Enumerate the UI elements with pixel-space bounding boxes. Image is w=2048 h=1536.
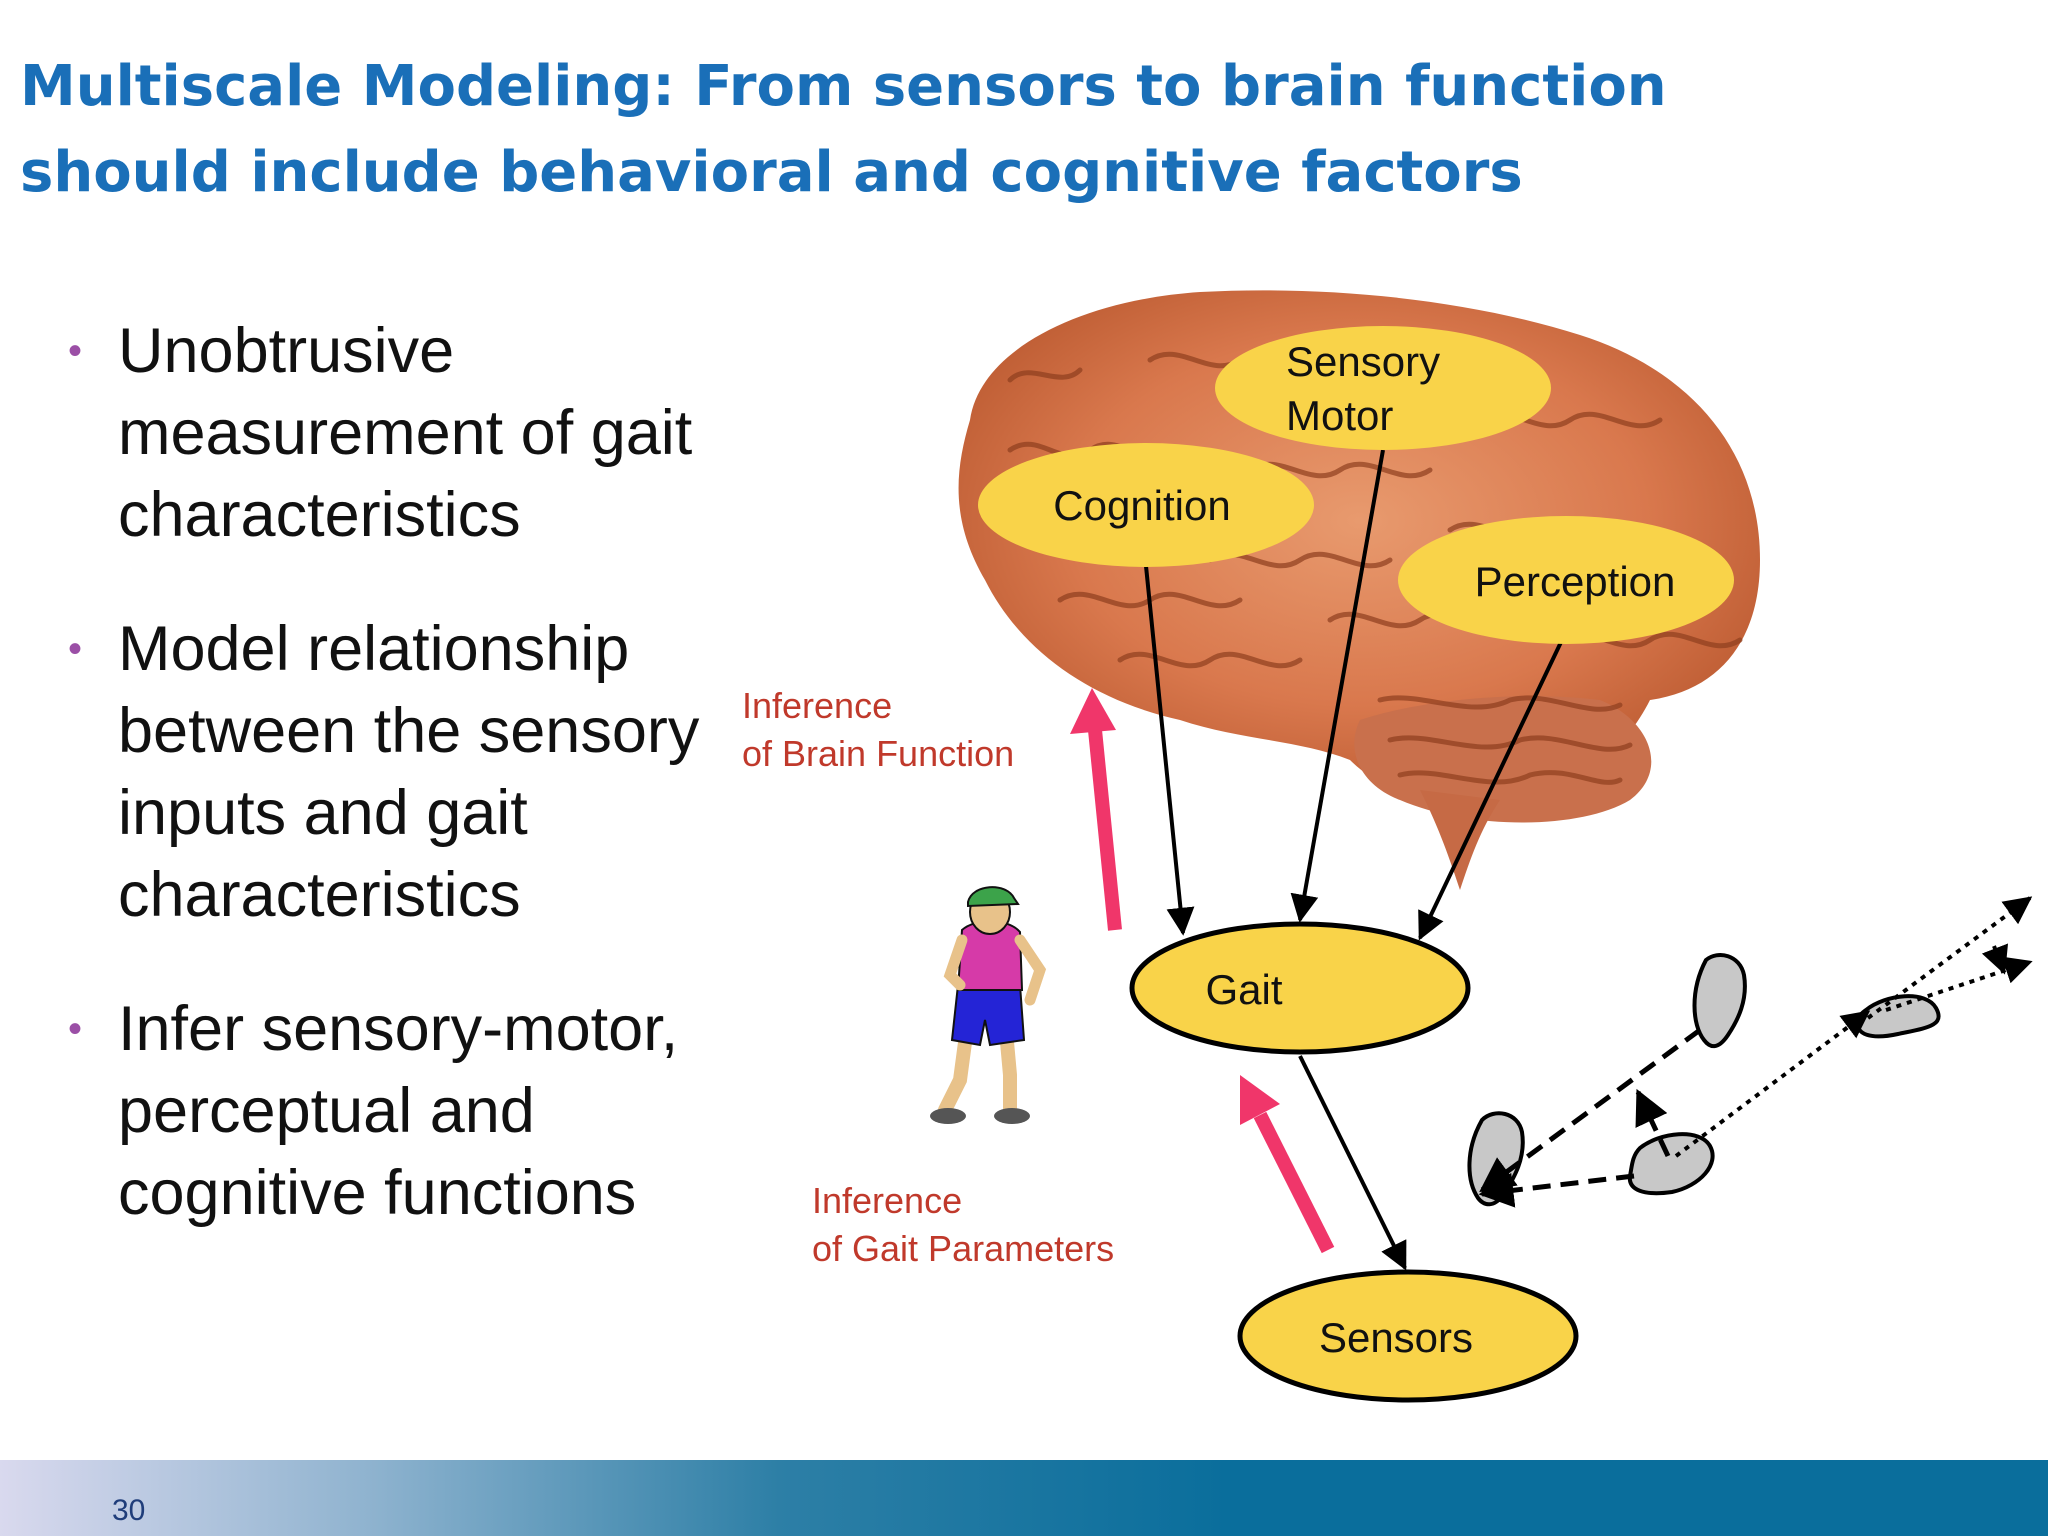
title-line-2: should include behavioral and cognitive … xyxy=(20,140,1523,205)
gait-inference-line-2: of Gait Parameters xyxy=(812,1228,1114,1269)
bullet-text: Infer sensory-motor, perceptual and cogn… xyxy=(118,994,679,1228)
brain-inference-annotation: Inference of Brain Function xyxy=(742,685,1014,774)
node-perception-label: Perception xyxy=(1475,558,1676,605)
dependency-arrows xyxy=(1144,449,1564,1271)
arrow-gait-to-sensors xyxy=(1298,1055,1407,1271)
bullet-item: • Infer sensory-motor, perceptual and cog… xyxy=(60,988,780,1234)
brain-inference-line-1: Inference xyxy=(742,685,892,726)
gait-inference-annotation: Inference of Gait Parameters xyxy=(812,1180,1114,1269)
bullet-dot-icon: • xyxy=(68,627,83,671)
node-gait-label: Gait xyxy=(1205,966,1282,1013)
node-sensory-motor: Sensory Motor xyxy=(1215,326,1551,450)
brain-inference-arrowhead xyxy=(1070,688,1116,734)
node-cognition-label: Cognition xyxy=(1053,482,1230,529)
bullet-item: • Unobtrusive measurement of gait charact… xyxy=(60,310,780,556)
node-gait: Gait xyxy=(1129,921,1471,1055)
bullet-text: Unobtrusive measurement of gait characte… xyxy=(118,316,693,550)
node-sensory-motor-line-1: Sensory xyxy=(1286,338,1440,385)
arrow-perception-to-gait xyxy=(1418,639,1564,941)
node-cognition: Cognition xyxy=(978,443,1314,567)
gait-inference-arrow xyxy=(1253,1111,1335,1254)
node-sensors: Sensors xyxy=(1237,1269,1579,1403)
node-perception: Perception xyxy=(1398,516,1734,644)
node-sensors-label: Sensors xyxy=(1319,1314,1473,1361)
inference-arrows xyxy=(1070,688,1335,1254)
gait-model-diagram: Sensory Motor Cognition Perception Gait … xyxy=(742,290,2033,1403)
bullet-list: • Unobtrusive measurement of gait charact… xyxy=(60,310,780,1286)
node-sensory-motor-line-2: Motor xyxy=(1286,392,1393,439)
footprints-illustration xyxy=(1467,896,2033,1208)
bullet-dot-icon: • xyxy=(68,329,83,373)
bullet-dot-icon: • xyxy=(68,1007,83,1051)
gait-inference-arrowhead xyxy=(1240,1075,1280,1125)
arrow-cognition-to-gait xyxy=(1144,565,1195,936)
bullet-text: Model relationship between the sensory i… xyxy=(118,614,700,930)
title-line-1: Multiscale Modeling: From sensors to bra… xyxy=(20,54,1667,119)
page-title: Multiscale Modeling: From sensors to bra… xyxy=(20,44,1720,216)
gait-inference-line-1: Inference xyxy=(812,1180,962,1221)
footer-bar xyxy=(0,1460,2048,1536)
brain-inference-line-2: of Brain Function xyxy=(742,733,1014,774)
page-number: 30 xyxy=(112,1494,146,1527)
bullet-item: • Model relationship between the sensory … xyxy=(60,608,780,936)
walking-person-illustration xyxy=(930,886,1047,1124)
arrow-sensorymotor-to-gait xyxy=(1290,449,1385,923)
brain-inference-arrow xyxy=(1088,729,1122,931)
